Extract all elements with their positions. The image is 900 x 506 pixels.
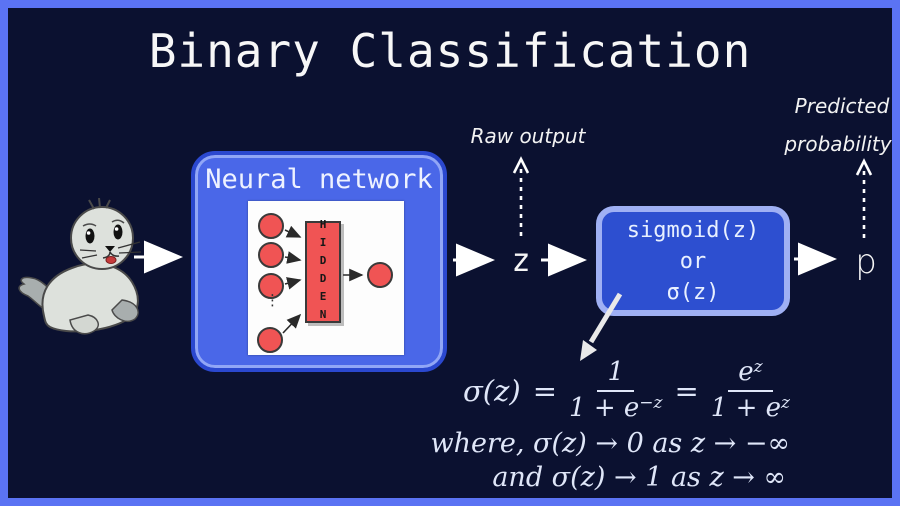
- seal-nose: [105, 246, 115, 252]
- fraction2-den-base: 1 + e: [710, 392, 782, 423]
- hidden-layer-rect: HIDDEN: [305, 218, 341, 326]
- fraction2-num-exponent: z: [753, 357, 763, 377]
- seal-eyebrows: [82, 219, 125, 227]
- seal-body-group: [18, 198, 142, 335]
- sigmoid-line1: sigmoid(z): [626, 217, 760, 243]
- fraction2-num-base: e: [738, 357, 754, 387]
- formula-equals-1: =: [532, 373, 558, 408]
- sigmoid-line3: σ(z): [666, 279, 720, 305]
- input-node-3: [258, 273, 284, 299]
- seal-mascot-illustration: [18, 198, 142, 335]
- seal-mouth: [102, 251, 120, 259]
- fraction2-denominator: 1 + ez: [711, 392, 790, 424]
- p-symbol: p: [855, 242, 877, 282]
- output-node: [367, 262, 393, 288]
- fraction2-numerator: ez: [728, 357, 773, 392]
- seal-whiskers: [79, 241, 142, 259]
- input-node-1: [258, 213, 284, 239]
- fraction1-numerator: 1: [597, 357, 635, 392]
- formula-fraction-1: 1 1 + e−z: [569, 357, 662, 424]
- neural-network-label: Neural network: [205, 164, 433, 195]
- formula-lhs: σ(z): [463, 373, 521, 408]
- sigmoid-box: sigmoid(z) or σ(z): [596, 206, 790, 316]
- formula-fraction-2: ez 1 + ez: [711, 357, 790, 424]
- fraction1-denominator: 1 + e−z: [569, 392, 662, 424]
- sigmoid-line2: or: [679, 248, 707, 274]
- predicted-label-line1: Predicted: [794, 94, 890, 118]
- seal-front-flipper: [69, 314, 99, 335]
- fraction1-den-exponent: −z: [639, 392, 663, 413]
- raw-output-label: Raw output: [470, 124, 586, 148]
- formula-equals-2: =: [674, 373, 699, 408]
- input-node-2: [258, 242, 284, 268]
- seal-hair-tuft: [88, 198, 111, 210]
- neural-network-panel: ⋮ HIDDEN: [248, 201, 404, 355]
- input-ellipsis: ⋮: [265, 291, 280, 309]
- z-symbol: z: [511, 241, 531, 279]
- seal-right-eye-highlight: [114, 227, 119, 231]
- seal-left-eye-highlight: [86, 231, 91, 235]
- predicted-label-line2: probability: [784, 132, 892, 156]
- seal-right-flipper: [111, 299, 139, 322]
- seal-left-eye: [85, 228, 95, 244]
- fraction2-den-exponent: z: [781, 392, 790, 413]
- sigmoid-formula: σ(z) = 1 1 + e−z = ez 1 + ez: [463, 357, 790, 424]
- dotted-arrow-predicted-probability: [855, 158, 873, 238]
- seal-right-eye: [113, 224, 123, 240]
- fraction1-den-base: 1 + e: [569, 392, 640, 423]
- formula-limit-zero: where, σ(z) → 0 as z → −∞: [430, 428, 790, 459]
- input-node-4: [257, 327, 283, 353]
- page-title: Binary Classification: [148, 24, 752, 78]
- seal-head: [70, 206, 134, 270]
- seal-tongue: [105, 256, 117, 264]
- hidden-layer-label: HIDDEN: [316, 218, 330, 326]
- formula-limit-one: and σ(z) → 1 as z → ∞: [492, 462, 786, 493]
- dotted-arrow-raw-output: [512, 156, 530, 236]
